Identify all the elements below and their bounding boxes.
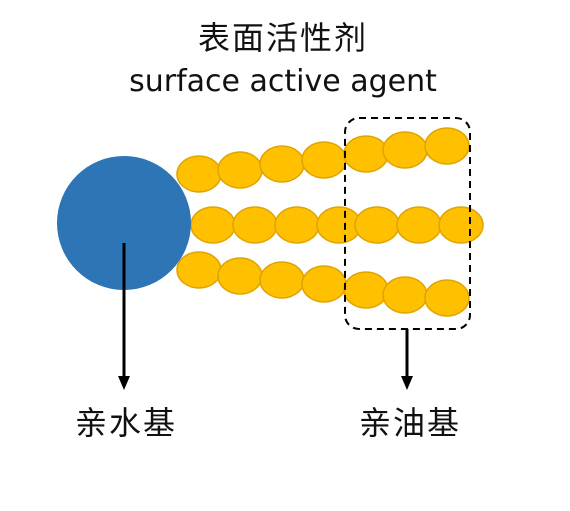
- tail-bead-row1-7: [424, 127, 470, 165]
- lipophilic-arrow: [401, 329, 413, 390]
- tail-bead-row2-5: [354, 206, 400, 244]
- tail-bead-row2-1: [190, 206, 236, 244]
- tail-bead-row2-3: [274, 206, 320, 244]
- tail-bead-row1-6: [382, 131, 428, 169]
- lipophilic-label: 亲油基: [359, 404, 461, 442]
- title-english: surface active agent: [129, 64, 437, 99]
- tail-bead-row3-1: [176, 251, 222, 289]
- tail-bead-row3-2: [217, 257, 263, 295]
- hydrophilic-label: 亲水基: [75, 404, 177, 442]
- tail-bead-row1-4: [301, 141, 347, 179]
- tail-bead-row1-3: [259, 145, 305, 183]
- tail-bead-row2-7: [438, 206, 484, 244]
- hydrophilic-arrow: [118, 243, 130, 390]
- tail-bead-row3-3: [259, 261, 305, 299]
- tail-bead-row3-4: [301, 265, 347, 303]
- tail-bead-row1-5: [343, 135, 389, 173]
- tail-bead-row2-2: [232, 206, 278, 244]
- title-chinese: 表面活性剂: [198, 19, 368, 57]
- tail-bead-row2-6: [396, 206, 442, 244]
- tail-bead-row1-1: [176, 155, 222, 193]
- hydrophobic-tails: [176, 127, 484, 317]
- tail-bead-row3-6: [382, 276, 428, 314]
- tail-bead-row3-7: [424, 279, 470, 317]
- tail-bead-row3-5: [343, 271, 389, 309]
- tail-bead-row1-2: [217, 151, 263, 189]
- hydrophilic-head: [57, 156, 191, 290]
